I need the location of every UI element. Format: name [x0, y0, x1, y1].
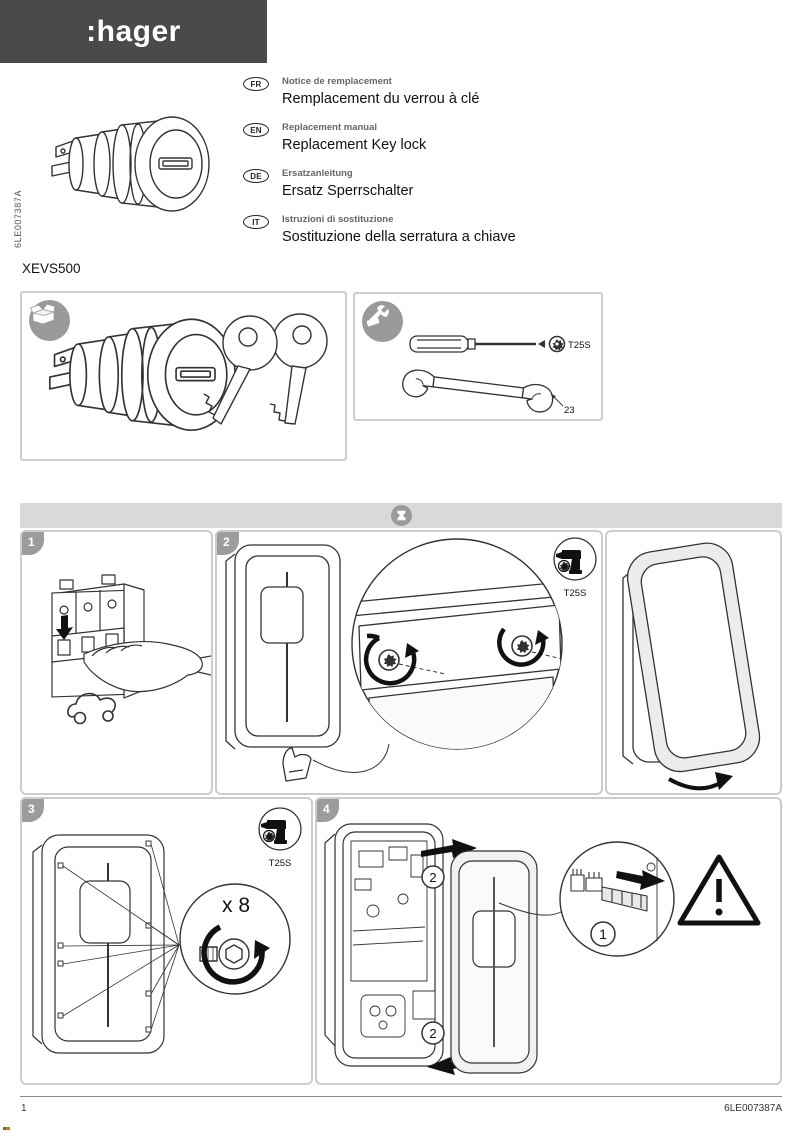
lang-subtitle-de: Ersatzanleitung: [282, 168, 353, 179]
step1-panel: 1: [20, 530, 213, 795]
power-off-icon: [390, 505, 412, 526]
divider-bar: [20, 503, 782, 528]
footer-divider: [20, 1096, 782, 1097]
step2-tool-label: T25S: [564, 588, 587, 599]
footer-doc-reference: 6LE007387A: [724, 1103, 782, 1114]
warning-icon: [677, 854, 761, 926]
step3-badge: 3: [22, 799, 44, 822]
lang-subtitle-fr: Notice de remplacement: [282, 76, 392, 87]
language-list: FR Notice de remplacement Remplacement d…: [243, 76, 663, 260]
product-code: XEVS500: [22, 261, 81, 276]
step4-callout-disconnect: 1: [599, 926, 607, 942]
tools-box: T25S 23: [353, 292, 603, 421]
drill-icon: [258, 807, 302, 851]
tools-icon: [362, 301, 403, 342]
step3-tool-label: T25S: [269, 858, 292, 869]
lang-row-it: IT Istruzioni di sostituzione Sostituzio…: [243, 214, 663, 246]
package-contents-box: [20, 291, 347, 461]
lang-title-en: Replacement Key lock: [282, 137, 427, 153]
hager-logo-text: :hager: [86, 14, 181, 48]
step4-callout-cover-top: 2: [429, 870, 436, 885]
hager-logo: :hager: [0, 0, 267, 63]
step1-badge: 1: [22, 532, 44, 555]
step4-panel: 4: [315, 797, 782, 1085]
lang-subtitle-en: Replacement manual: [282, 122, 378, 133]
open-package-icon: [29, 300, 70, 341]
screwdriver-bit-label: T25S: [568, 340, 591, 351]
keys-illustration: [203, 313, 328, 425]
lang-title-de: Ersatz Sperrschalter: [282, 183, 414, 199]
lang-row-fr: FR Notice de remplacement Remplacement d…: [243, 76, 663, 108]
step2-illustration: T25S: [225, 537, 597, 782]
step4-callout-cover-bottom: 2: [429, 1026, 436, 1041]
lang-badge-fr: FR: [243, 77, 269, 91]
step2-remove-frame-panel: [605, 530, 782, 795]
lang-badge-it: IT: [243, 215, 269, 229]
lang-row-en: EN Replacement manual Replacement Key lo…: [243, 122, 663, 154]
step2-badge: 2: [217, 532, 239, 555]
drill-icon: [553, 537, 597, 581]
step1-illustration: [51, 574, 211, 725]
print-registration-mark: [3, 1127, 10, 1130]
screwdriver-illustration: [409, 335, 566, 353]
frame-removal-illustration: [622, 542, 761, 791]
step4-badge: 4: [317, 799, 339, 822]
lang-subtitle-it: Istruzioni di sostituzione: [282, 214, 394, 225]
step2-panel: 2: [215, 530, 603, 795]
package-contents-illustration: [48, 313, 328, 432]
step3-panel: 3: [20, 797, 313, 1085]
lang-badge-de: DE: [243, 169, 269, 183]
step4-illustration: 2 2 1: [324, 823, 761, 1075]
lang-title-it: Sostituzione della serratura a chiave: [282, 229, 516, 245]
key-lock-illustration: [51, 116, 210, 212]
doc-reference-vertical: 6LE007387A: [13, 189, 23, 248]
tools-illustration: T25S 23: [402, 335, 591, 416]
step3-illustration: x 8 T25S: [32, 807, 302, 1054]
lang-title-fr: Remplacement du verrou à clé: [282, 91, 480, 107]
wrench-size-label: 23: [564, 405, 575, 416]
lang-row-de: DE Ersatzanleitung Ersatz Sperrschalter: [243, 168, 663, 200]
wrench-illustration: [402, 369, 554, 413]
lang-badge-en: EN: [243, 123, 269, 137]
footer-page-number: 1: [21, 1103, 27, 1114]
step3-repeat-label: x 8: [222, 894, 250, 917]
